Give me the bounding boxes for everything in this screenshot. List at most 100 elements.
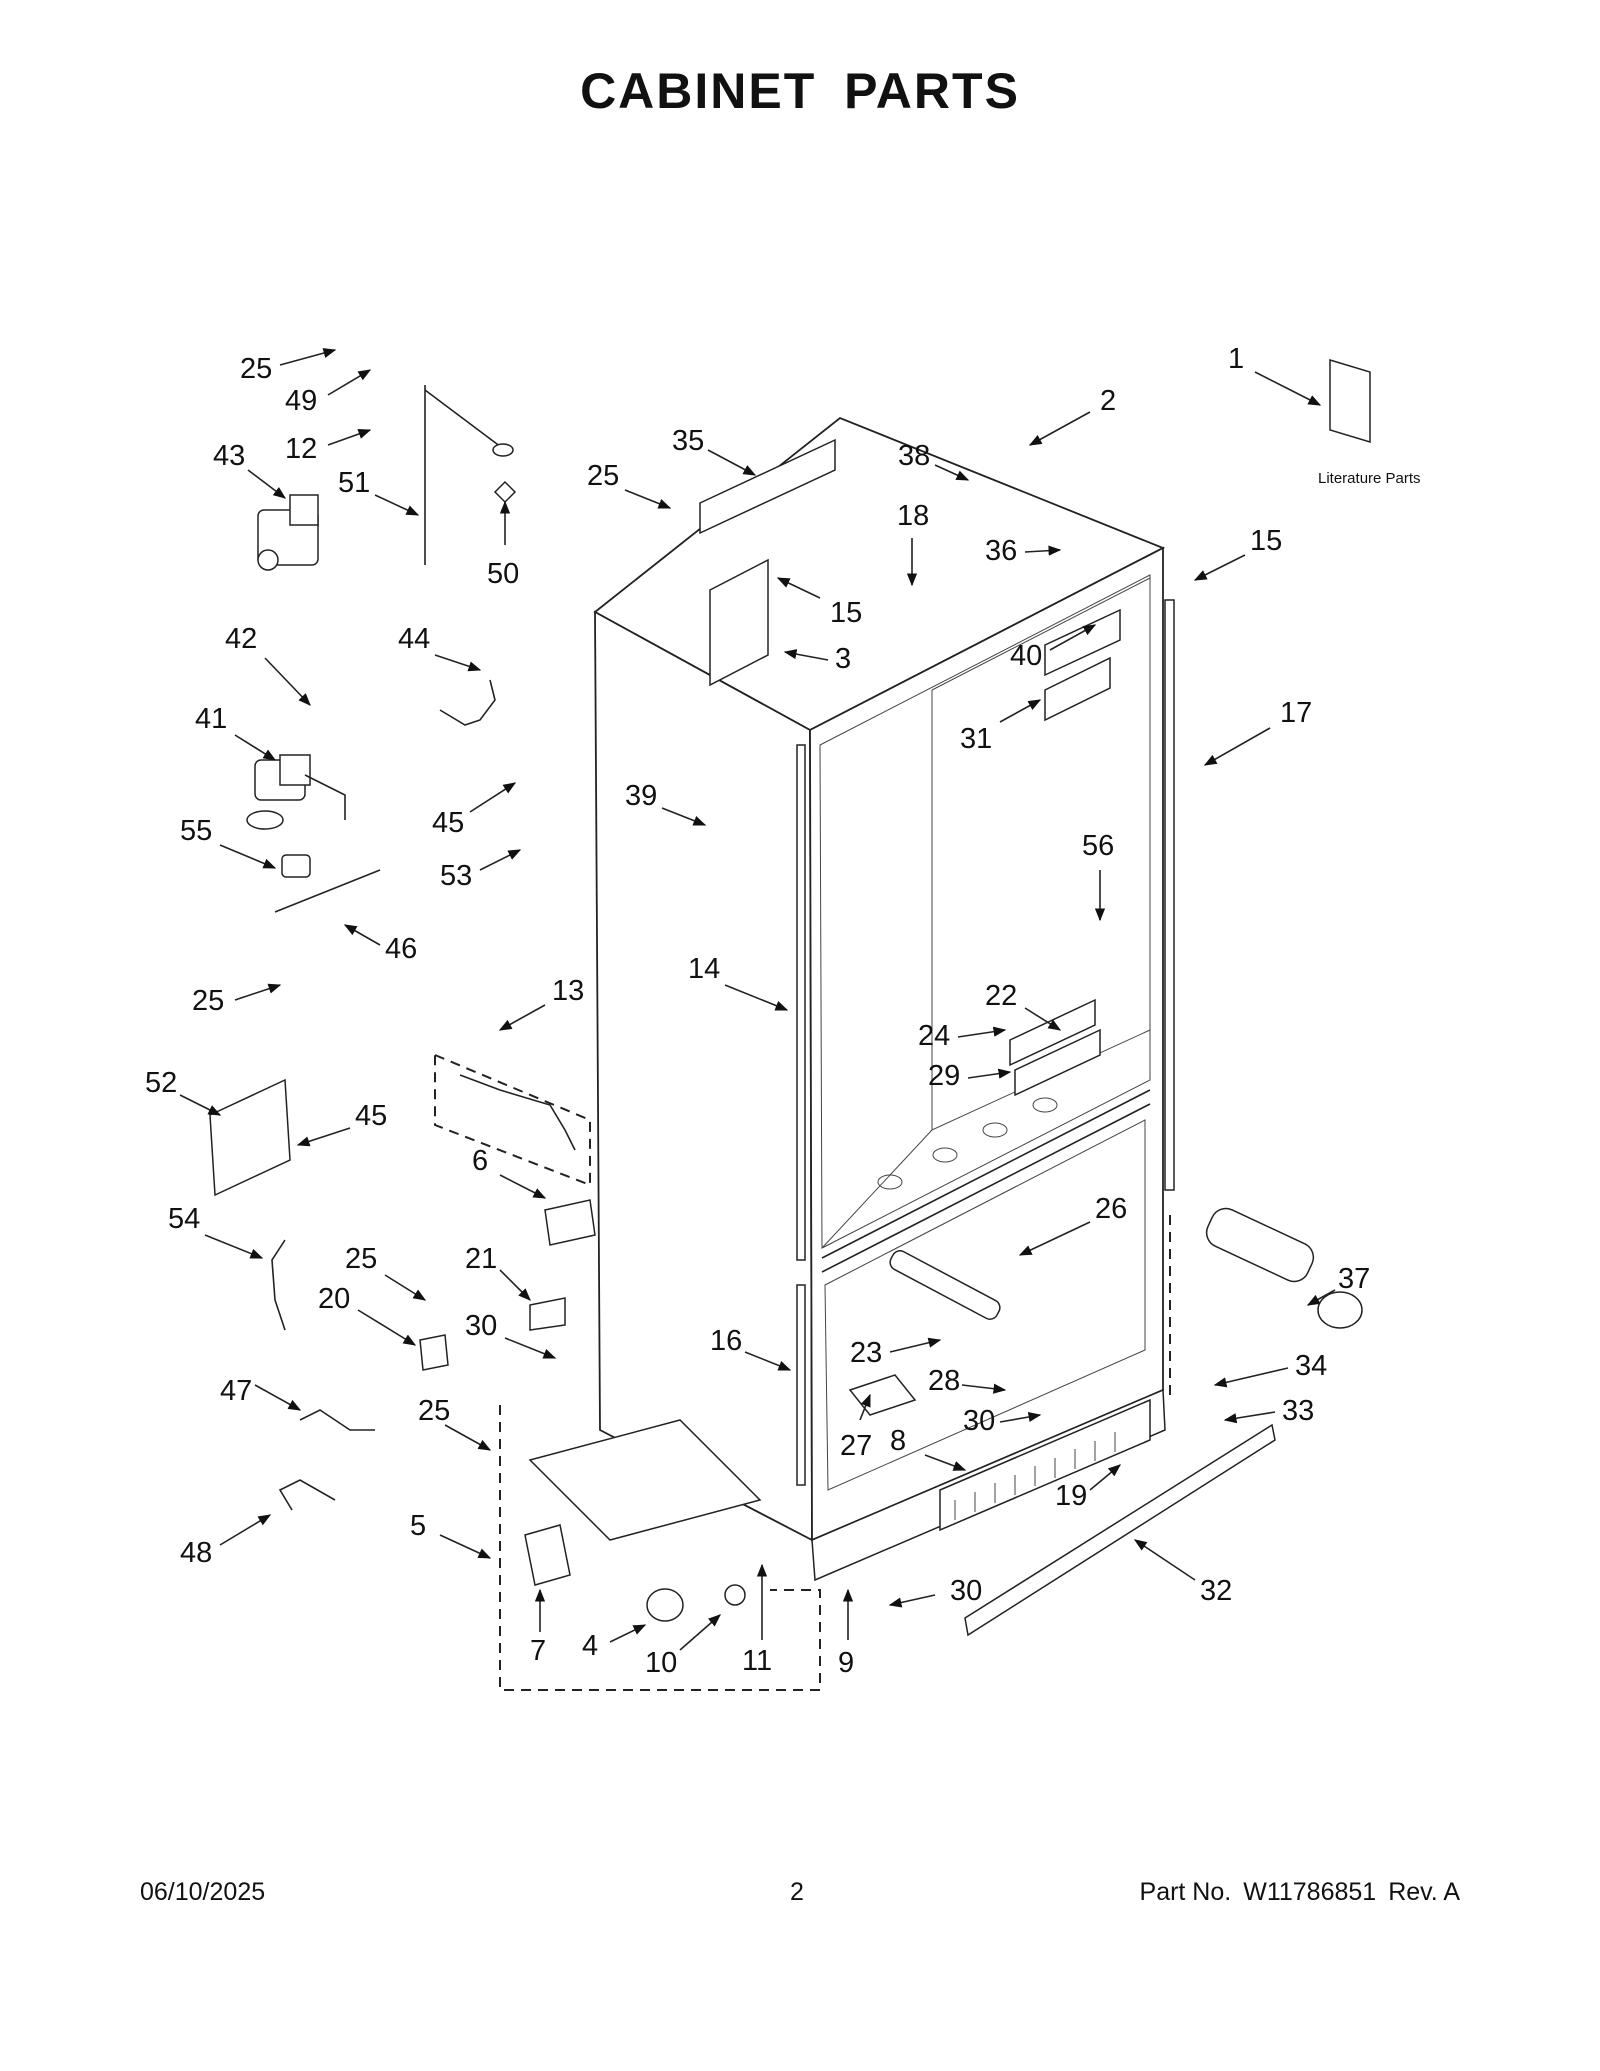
bracket-52 xyxy=(209,1078,291,1197)
callout: 29 xyxy=(928,1060,960,1092)
callout: 16 xyxy=(710,1325,742,1357)
callout: 51 xyxy=(338,467,370,499)
callout: 15 xyxy=(830,597,862,629)
clamp-6 xyxy=(544,1199,596,1246)
wire-48 xyxy=(278,1479,336,1511)
bracket-20 xyxy=(419,1334,449,1371)
callout: 54 xyxy=(168,1203,200,1235)
callout: 37 xyxy=(1338,1263,1370,1295)
callout: 17 xyxy=(1280,697,1312,729)
callout: 25 xyxy=(587,460,619,492)
callout: 3 xyxy=(835,643,851,675)
callout: 15 xyxy=(1250,525,1282,557)
callout: 33 xyxy=(1282,1395,1314,1427)
drain-heater xyxy=(889,1250,1001,1320)
filter-cap xyxy=(1317,1291,1363,1329)
callout: 31 xyxy=(960,723,992,755)
callout: 22 xyxy=(985,980,1017,1012)
callout: 25 xyxy=(240,353,272,385)
water-valve-41 xyxy=(246,754,346,830)
callout: 7 xyxy=(530,1635,546,1667)
tube-54 xyxy=(271,1239,286,1331)
clip-55 xyxy=(281,854,311,878)
callout: 45 xyxy=(432,807,464,839)
callout: 26 xyxy=(1095,1193,1127,1225)
callout: 41 xyxy=(195,703,227,735)
revision: Rev. A xyxy=(1388,1878,1460,1906)
callout: 24 xyxy=(918,1020,950,1052)
fill-tube-elbow xyxy=(424,389,506,451)
callout: 48 xyxy=(180,1537,212,1569)
callout: 42 xyxy=(225,623,257,655)
tube-assembly-13 xyxy=(459,1074,576,1151)
leveling-leg xyxy=(524,1524,571,1586)
callout: 46 xyxy=(385,933,417,965)
vent-slots xyxy=(954,1432,1116,1520)
literature-parts-label: Literature Parts xyxy=(1318,470,1421,487)
callout: 25 xyxy=(345,1243,377,1275)
base-assembly-outline xyxy=(499,1405,821,1691)
footer-part-number: Part No. W11786851 Rev. A xyxy=(1140,1878,1460,1907)
callout: 49 xyxy=(285,385,317,417)
water-filter-housing xyxy=(1205,1207,1315,1283)
water-valve-43 xyxy=(257,494,319,571)
callout: 53 xyxy=(440,860,472,892)
callout: 44 xyxy=(398,623,430,655)
callout: 30 xyxy=(950,1575,982,1607)
part-label: Part No. xyxy=(1139,1878,1232,1906)
callout: 27 xyxy=(840,1430,872,1462)
base-rail xyxy=(528,1419,762,1541)
tube-end xyxy=(492,443,514,457)
callout: 43 xyxy=(213,440,245,472)
footer-date: 06/10/2025 xyxy=(140,1878,266,1906)
callout: 4 xyxy=(582,1630,598,1662)
callout: 18 xyxy=(897,500,929,532)
callout: 56 xyxy=(1082,830,1114,862)
roller xyxy=(724,1584,746,1606)
callout: 38 xyxy=(898,440,930,472)
callouts: 1 2 3 4 5 6 7 8 9 10 11 12 13 14 15 15 1 xyxy=(145,343,1370,1679)
callout: 8 xyxy=(890,1425,906,1457)
grommet-50 xyxy=(493,480,517,504)
callout: 1 xyxy=(1228,343,1244,375)
callout: 30 xyxy=(465,1310,497,1342)
callout: 28 xyxy=(928,1365,960,1397)
bracket-21 xyxy=(529,1297,566,1331)
callout: 30 xyxy=(963,1405,995,1437)
callout: 6 xyxy=(472,1145,488,1177)
callout: 12 xyxy=(285,433,317,465)
callout: 40 xyxy=(1010,640,1042,672)
callout: 14 xyxy=(688,953,720,985)
callout: 11 xyxy=(742,1645,772,1677)
callout: 32 xyxy=(1200,1575,1232,1607)
wire-harness-44 xyxy=(439,679,496,726)
callout: 25 xyxy=(418,1395,450,1427)
trim-strip-right xyxy=(1164,599,1175,1191)
wire-47 xyxy=(299,1409,375,1431)
callout: 35 xyxy=(672,425,704,457)
tube-assembly-13-outline xyxy=(434,1054,591,1187)
callout: 55 xyxy=(180,815,212,847)
callout: 2 xyxy=(1100,385,1116,417)
callout: 9 xyxy=(838,1647,854,1679)
page-title: CABINET PARTS xyxy=(580,63,1020,119)
callout: 25 xyxy=(192,985,224,1017)
part-number: W11786851 xyxy=(1243,1878,1377,1906)
literature-parts-icon xyxy=(1329,358,1371,444)
callout: 20 xyxy=(318,1283,350,1315)
toe-grille xyxy=(964,1423,1276,1637)
callout: 45 xyxy=(355,1100,387,1132)
refrigerator-cabinet xyxy=(593,416,1166,1582)
callout: 39 xyxy=(625,780,657,812)
footer-page-number: 2 xyxy=(790,1878,804,1906)
callout: 23 xyxy=(850,1337,882,1369)
callout: 19 xyxy=(1055,1480,1087,1512)
callout: 36 xyxy=(985,535,1017,567)
roller-bracket xyxy=(646,1588,684,1622)
trim-strip-left-upper xyxy=(796,744,806,1261)
callout: 5 xyxy=(410,1510,426,1542)
callout: 13 xyxy=(552,975,584,1007)
callout: 52 xyxy=(145,1067,177,1099)
callout: 50 xyxy=(487,558,519,590)
callout: 21 xyxy=(465,1243,497,1275)
